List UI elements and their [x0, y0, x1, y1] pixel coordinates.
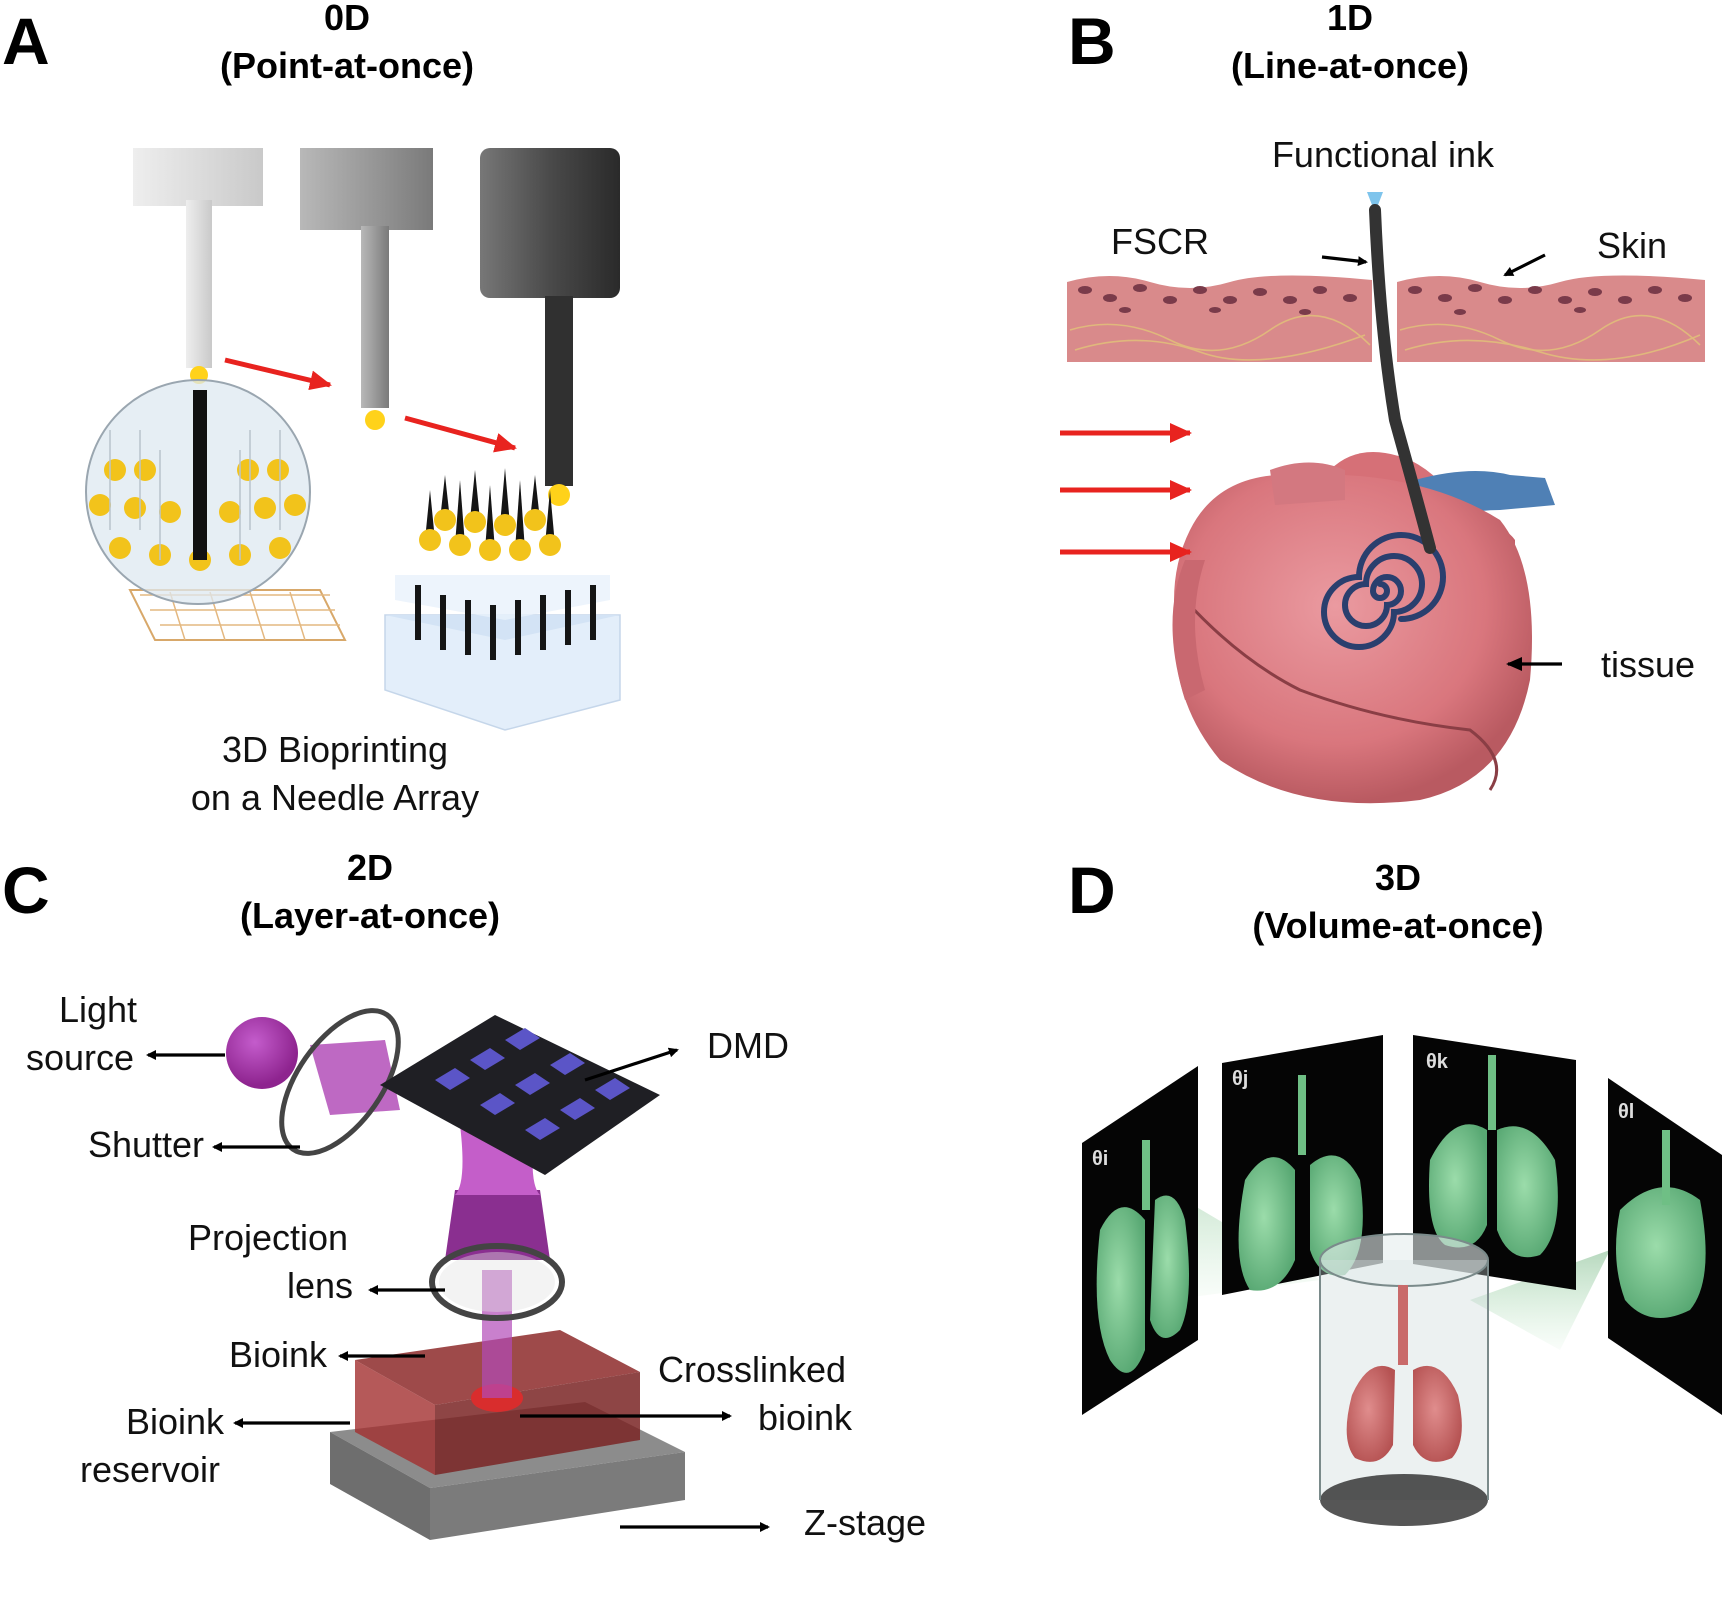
panel-a-title: 0D [324, 0, 370, 38]
nozzle-light [133, 148, 263, 384]
angle-label-l: θl [1618, 1101, 1634, 1123]
label-shutter: Shutter [88, 1124, 204, 1165]
angle-label-i: θi [1092, 1148, 1108, 1170]
arrow-to-skin [1503, 253, 1546, 277]
panel-a-caption-line1: 3D Bioprinting [222, 729, 448, 770]
panel-b-title: 1D [1327, 0, 1373, 38]
label-crosslinked-line1: Crosslinked [658, 1349, 846, 1390]
arrow-to-needle [1321, 255, 1368, 267]
skin-layer [1067, 275, 1705, 362]
panel-c-title: 2D [347, 847, 393, 888]
label-reservoir-line1: Bioink [126, 1401, 225, 1442]
projection-panel-k: θk [1413, 1035, 1576, 1290]
ink-needle [1367, 192, 1436, 554]
label-light-source-line2: source [26, 1037, 134, 1078]
panel-c-subtitle: (Layer-at-once) [240, 895, 500, 936]
angle-label-j: θj [1232, 1068, 1248, 1090]
panel-a: A 0D (Point-at-once) [2, 0, 621, 818]
label-skin: Skin [1597, 225, 1667, 266]
panel-c-letter: C [2, 853, 50, 927]
panel-a-caption-line2: on a Needle Array [191, 777, 479, 818]
arrow-dmd [584, 1047, 679, 1082]
label-functional-ink: Functional ink [1272, 134, 1495, 175]
panel-b-subtitle: (Line-at-once) [1231, 45, 1469, 86]
projection-panel-l: θl [1608, 1078, 1722, 1415]
label-crosslinked-line2: bioink [758, 1397, 853, 1438]
dmd [380, 1015, 660, 1175]
panel-a-subtitle: (Point-at-once) [220, 45, 474, 86]
nozzle-mid [300, 148, 433, 430]
projection-panel-j: θj [1222, 1035, 1383, 1295]
panel-d-title: 3D [1375, 857, 1421, 898]
heart-tissue [1172, 452, 1555, 804]
panel-d-subtitle: (Volume-at-once) [1252, 905, 1543, 946]
label-fscr: FSCR [1111, 221, 1209, 262]
needle-array [384, 468, 621, 731]
label-light-source-line1: Light [59, 989, 137, 1030]
light-source [226, 1008, 401, 1156]
label-projection-line1: Projection [188, 1217, 348, 1258]
panel-b: B 1D (Line-at-once) Functional ink FSCR … [1060, 0, 1705, 804]
red-arrow-a1 [224, 357, 332, 391]
red-arrow-a2 [404, 415, 517, 453]
projection-panel-i: θi [1082, 1066, 1198, 1415]
panel-d: D 3D (Volume-at-once) θi θj θk [1068, 853, 1722, 1526]
label-projection-line2: lens [287, 1265, 353, 1306]
panel-a-letter: A [2, 4, 50, 78]
label-tissue: tissue [1601, 644, 1695, 685]
bioink-reservoir [355, 1270, 640, 1475]
angle-label-k: θk [1426, 1051, 1449, 1073]
magnifier-circle [85, 379, 347, 641]
panel-b-letter: B [1068, 4, 1116, 78]
vial-cylinder [1319, 1233, 1489, 1526]
label-dmd: DMD [707, 1025, 789, 1066]
nozzle-dark [480, 148, 620, 506]
panel-d-letter: D [1068, 853, 1116, 927]
panel-c: C 2D (Layer-at-once) [2, 847, 926, 1543]
label-bioink: Bioink [229, 1334, 328, 1375]
label-reservoir-line2: reservoir [80, 1449, 220, 1490]
label-z-stage: Z-stage [804, 1502, 926, 1543]
